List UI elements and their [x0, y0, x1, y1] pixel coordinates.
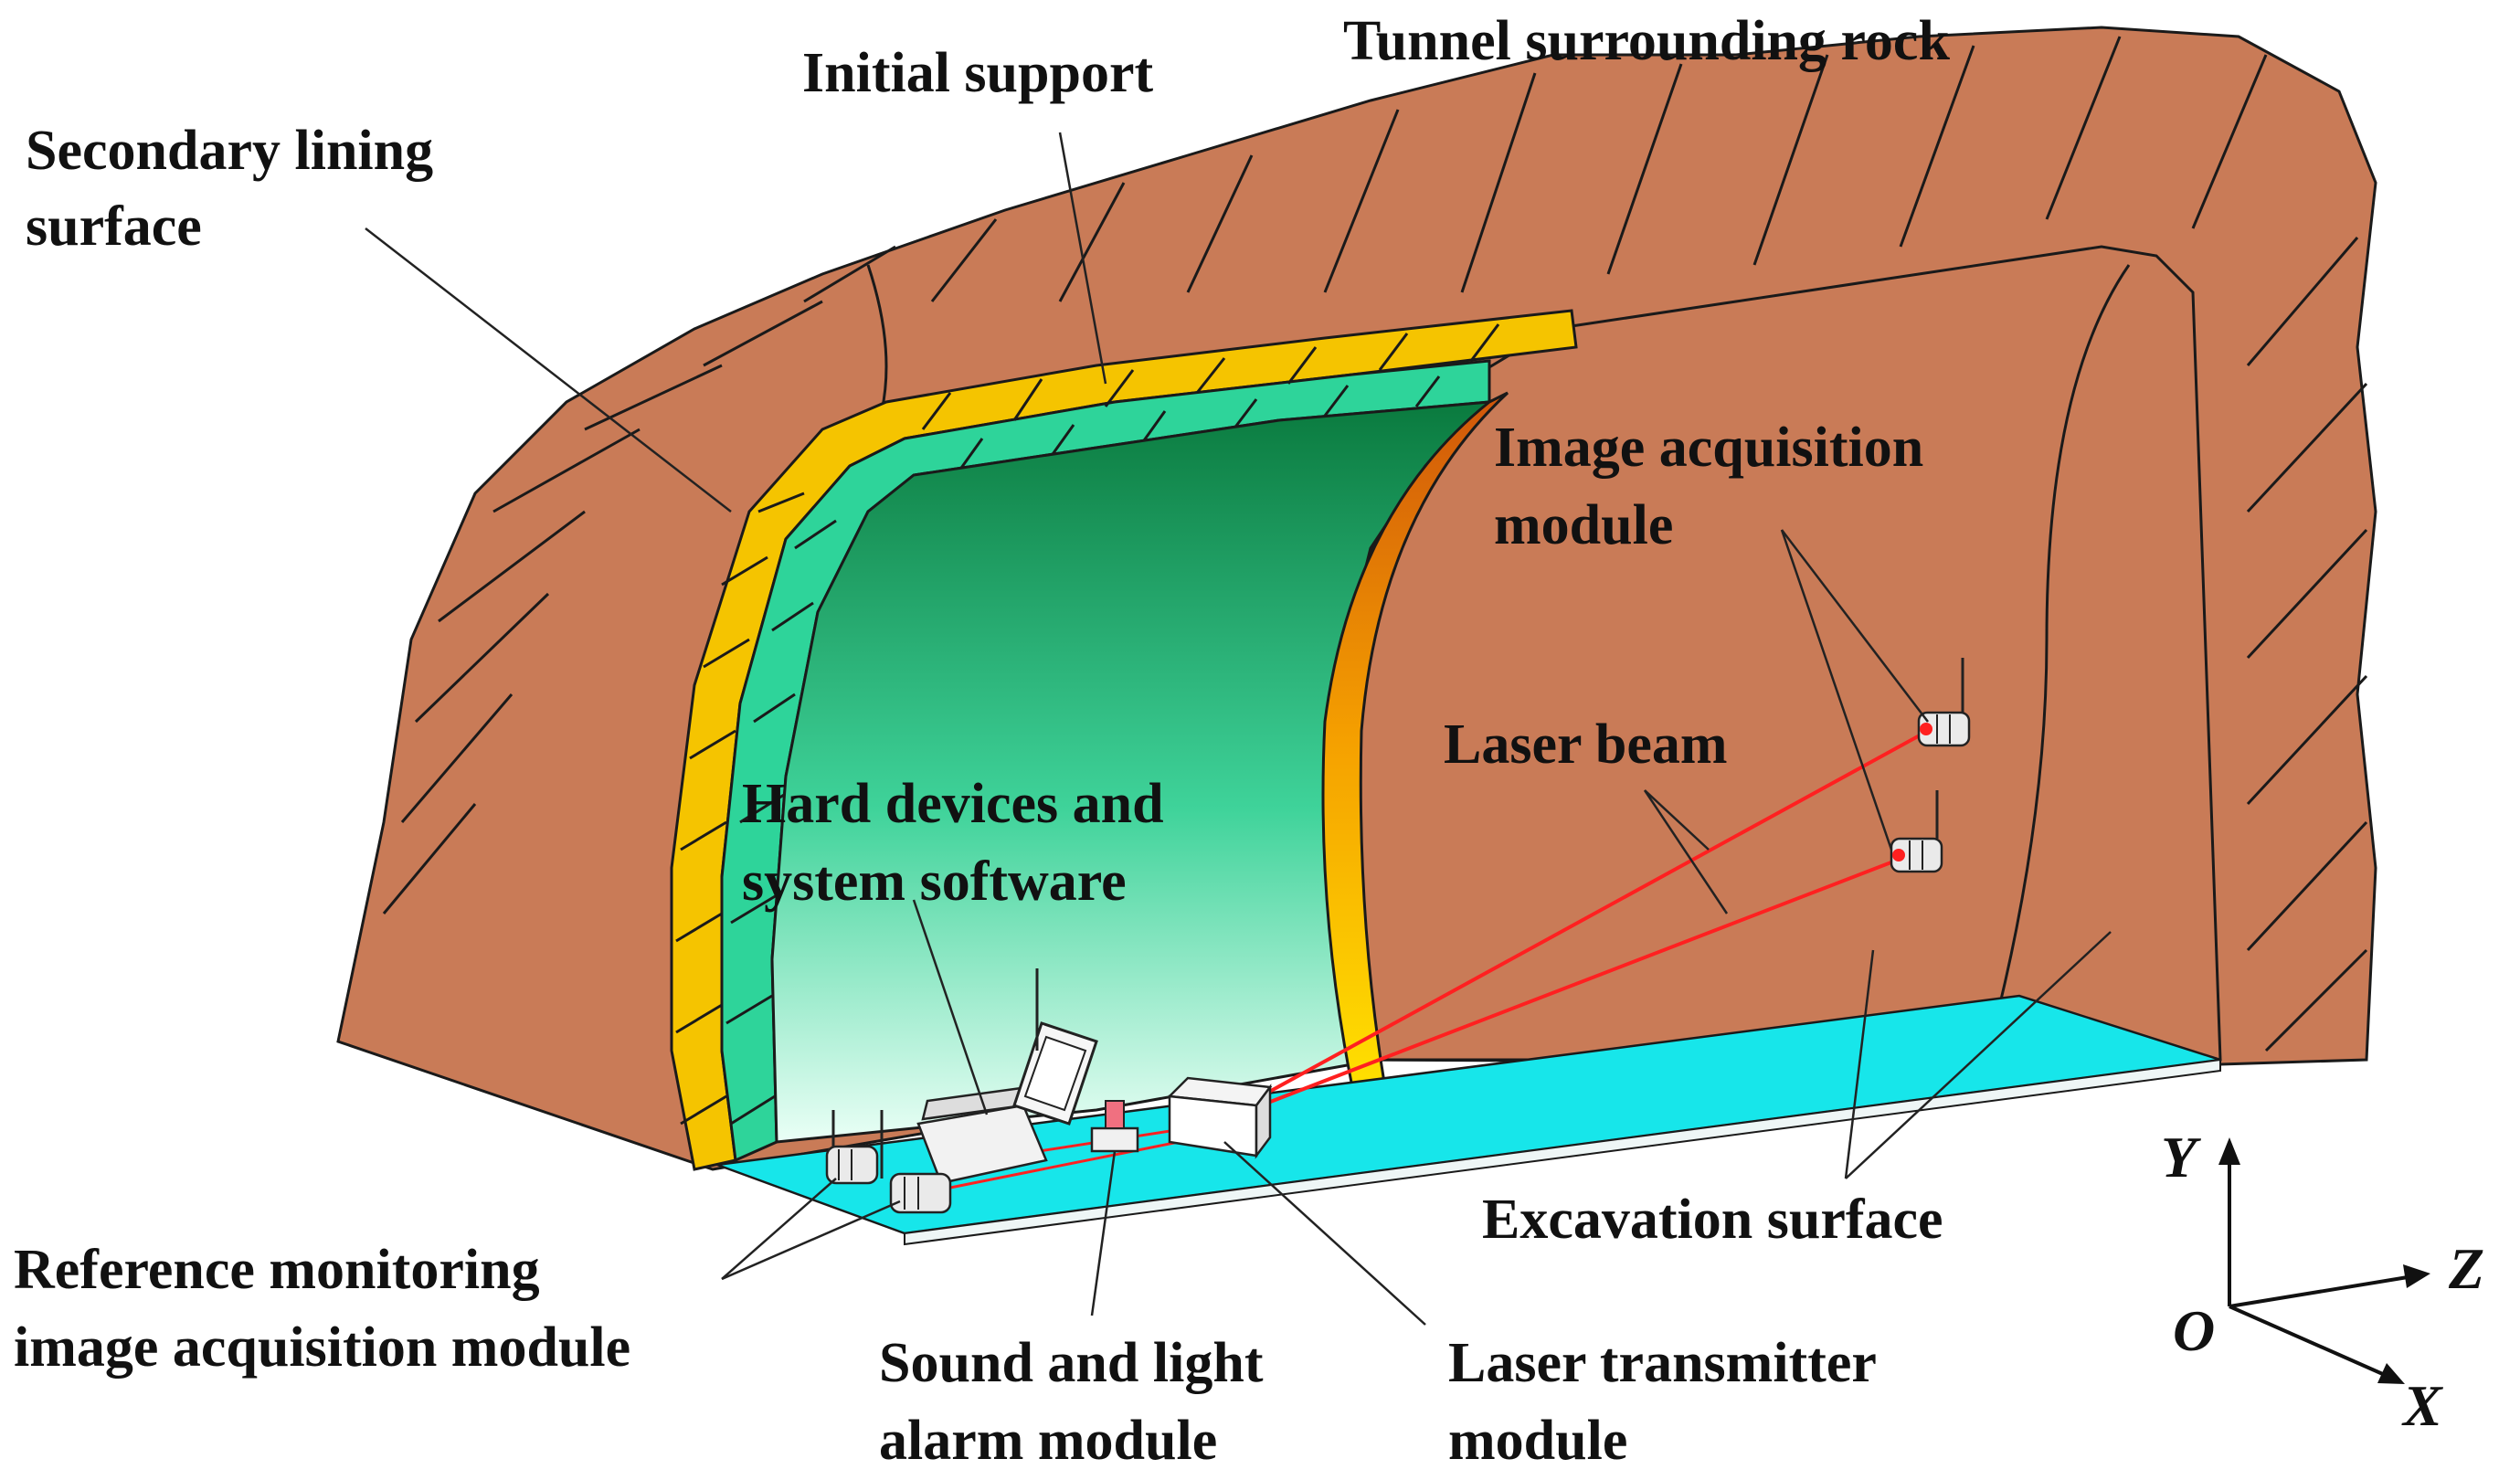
label-reference-1: Reference monitoring [14, 1239, 540, 1301]
alarm-module [1090, 1100, 1139, 1153]
label-reference-2: image acquisition module [14, 1316, 630, 1379]
image-acq-camera-lower [1890, 790, 1943, 873]
coordinate-axes: Y Z X O [2161, 1125, 2484, 1438]
label-excavation-surface: Excavation surface [1482, 1189, 1943, 1251]
label-initial-support: Initial support [802, 42, 1154, 104]
label-hard-devices-1: Hard devices and [742, 773, 1164, 835]
label-alarm-1: Sound and light [879, 1332, 1264, 1394]
laser-transmitter-box [1167, 1076, 1273, 1159]
axis-x-label: X [2401, 1373, 2443, 1438]
label-secondary-lining-1: Secondary lining [26, 120, 433, 182]
reference-camera-2 [880, 1110, 952, 1214]
rock-cut-line [866, 264, 888, 412]
lining-hatching [675, 323, 1500, 1126]
label-laser-tx-2: module [1448, 1410, 1627, 1472]
hard-devices [916, 968, 1098, 1185]
label-alarm-2: alarm module [879, 1410, 1217, 1472]
rock-hatching [382, 36, 2368, 1052]
label-laser-beam: Laser beam [1444, 714, 1728, 776]
floor-edge [904, 1058, 2221, 1246]
label-image-acq-1: Image acquisition [1494, 417, 1923, 479]
label-image-acq-2: module [1494, 494, 1673, 556]
excavation-face-edge [1990, 264, 2131, 1038]
axis-origin-label: O [2173, 1298, 2215, 1363]
axis-z-label: Z [2448, 1236, 2484, 1301]
label-tunnel-rock: Tunnel surrounding rock [1343, 10, 1950, 72]
label-hard-devices-2: system software [742, 851, 1127, 913]
leader-lines [365, 132, 2112, 1326]
image-acq-camera-upper [1917, 658, 1971, 747]
label-laser-tx-1: Laser transmitter [1448, 1332, 1877, 1394]
label-secondary-lining-2: surface [26, 196, 202, 258]
axis-y-label: Y [2161, 1125, 2201, 1189]
reference-camera-1 [825, 1110, 879, 1185]
